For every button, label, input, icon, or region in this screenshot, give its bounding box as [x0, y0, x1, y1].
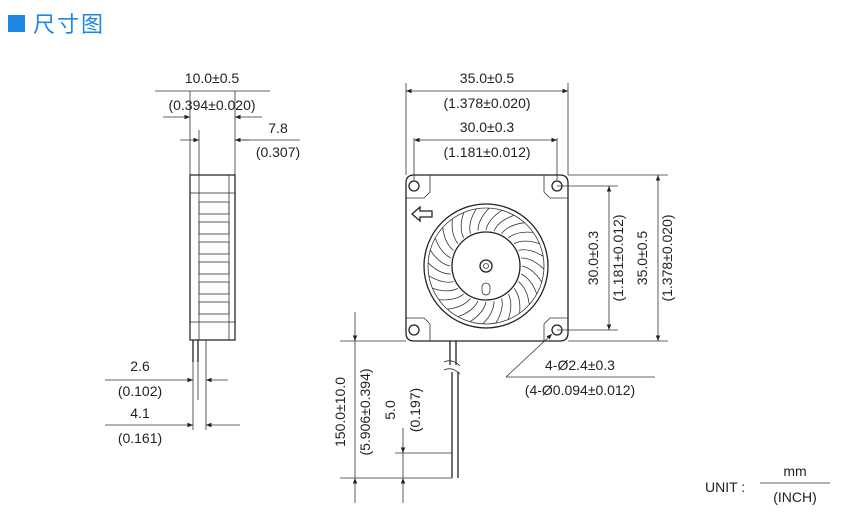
impeller-blade — [451, 218, 459, 244]
airflow-arrow-icon — [411, 205, 433, 223]
v-pitch-inch-label: (1.181±0.012) — [610, 214, 626, 301]
impeller-blade — [432, 287, 459, 292]
impeller-blade — [429, 249, 451, 267]
front-body-outline — [405, 174, 569, 342]
strip-length-inch-label: (0.197) — [407, 388, 423, 432]
impeller-blade — [521, 257, 545, 270]
impeller-blade — [508, 231, 534, 239]
holes-label: 4-Ø2.4±0.3 — [545, 357, 615, 373]
title-text: 尺寸图 — [33, 13, 106, 38]
side-depth-inch-label: (0.307) — [256, 144, 300, 160]
impeller-blade — [507, 293, 512, 320]
outer-width-inch-label: (1.378±0.020) — [443, 95, 530, 111]
pin-b-label: 4.1 — [130, 405, 150, 421]
side-body-outline — [189, 174, 236, 341]
v-pitch-label: 30.0±0.3 — [585, 231, 601, 286]
front-view: 35.0±0.5 (1.378±0.020) 30.0±0.3 (1.181±0… — [332, 70, 675, 503]
unit-legend: UNIT : mm (INCH) — [705, 463, 830, 505]
hole-pitch-label: 30.0±0.3 — [460, 119, 515, 135]
impeller-blade — [428, 275, 454, 283]
fan-impeller-icon — [423, 203, 549, 329]
side-width-label: 10.0±0.5 — [185, 70, 240, 86]
impeller-blade — [434, 237, 452, 259]
impeller-blade — [469, 301, 487, 323]
impeller-blade — [513, 240, 540, 245]
page-title: 尺寸图 — [8, 6, 105, 40]
impeller-blade — [513, 288, 521, 314]
strip-length-label: 5.0 — [382, 400, 398, 420]
pin-a-inch-label: (0.102) — [118, 383, 162, 399]
outer-width-label: 35.0±0.5 — [460, 70, 515, 86]
holes-inch-label: (4-Ø0.094±0.012) — [525, 382, 635, 398]
impeller-blade — [518, 249, 544, 257]
v-outer-inch-label: (1.378±0.020) — [659, 214, 675, 301]
cable-length-label: 150.0±10.0 — [332, 377, 348, 447]
impeller-blade — [518, 281, 530, 305]
impeller-blade — [482, 301, 495, 325]
pin-a-label: 2.6 — [130, 358, 150, 374]
title-square-icon — [8, 14, 25, 32]
cable-length-inch-label: (5.906±0.394) — [357, 368, 373, 455]
v-outer-label: 35.0±0.5 — [634, 231, 650, 286]
impeller-blade — [447, 298, 471, 310]
unit-bottom-label: (INCH) — [773, 489, 817, 505]
impeller-blade — [477, 207, 490, 231]
impeller-blade — [493, 214, 515, 232]
side-width-inch-label: (0.394±0.020) — [168, 97, 255, 113]
impeller-blade — [442, 227, 454, 251]
impeller-blade — [460, 212, 465, 239]
impeller-blade — [485, 209, 503, 231]
impeller-blade — [501, 222, 525, 234]
pin-b-inch-label: (0.161) — [118, 430, 162, 446]
impeller-blade — [427, 262, 451, 275]
side-view: 10.0±0.5 (0.394±0.020) 7.8 (0.307) 2.6 (… — [105, 70, 300, 446]
side-fins — [198, 201, 230, 315]
hole-pitch-inch-label: (1.181±0.012) — [443, 144, 530, 160]
side-depth-label: 7.8 — [268, 120, 288, 136]
impeller-blade — [469, 208, 477, 234]
unit-label: UNIT : — [705, 479, 745, 495]
impeller-blade — [438, 293, 464, 301]
impeller-blade — [521, 265, 543, 283]
impeller-blade — [457, 300, 479, 318]
impeller-blade — [495, 298, 503, 324]
impeller-blade — [520, 273, 538, 295]
unit-top-label: mm — [783, 463, 806, 479]
